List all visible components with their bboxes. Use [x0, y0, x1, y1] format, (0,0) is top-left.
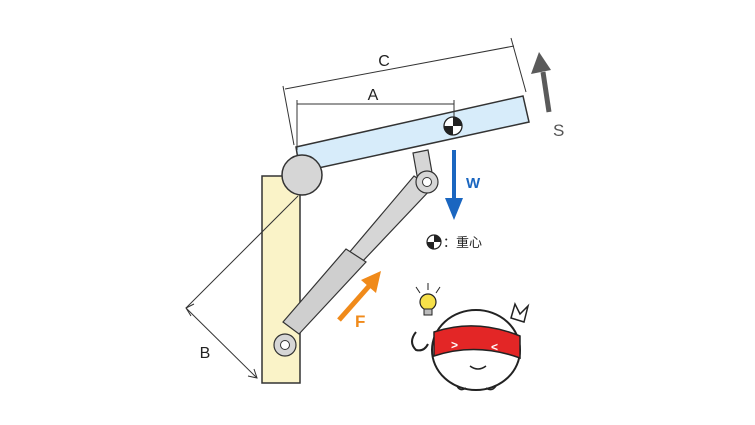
legend: ：重心: [426, 234, 482, 251]
lid-panel: [295, 95, 530, 173]
legend-cog-icon: [426, 234, 442, 250]
label-f: F: [355, 312, 365, 331]
svg-text:>: >: [451, 338, 458, 352]
gas-strut: [273, 170, 439, 357]
dimension-b: B: [185, 195, 299, 379]
label-w: W: [466, 175, 481, 192]
hinge-pivot: [281, 154, 323, 196]
svg-text:<: <: [491, 340, 498, 354]
label-s: S: [553, 121, 564, 140]
dimension-a: A: [296, 87, 455, 150]
mascot-headband: [433, 325, 521, 360]
mascot-character: > <: [411, 283, 530, 391]
label-c: C: [378, 53, 390, 70]
force-arrow: F: [337, 271, 381, 331]
lightbulb-icon: [415, 283, 441, 316]
center-of-gravity-icon: [443, 116, 463, 136]
label-b: B: [200, 345, 211, 362]
opening-direction-arrow: S: [531, 52, 564, 140]
label-a: A: [368, 87, 379, 104]
dimension-c: C: [282, 37, 527, 146]
legend-text: ：重心: [443, 235, 482, 251]
weight-arrow: W: [445, 150, 481, 220]
